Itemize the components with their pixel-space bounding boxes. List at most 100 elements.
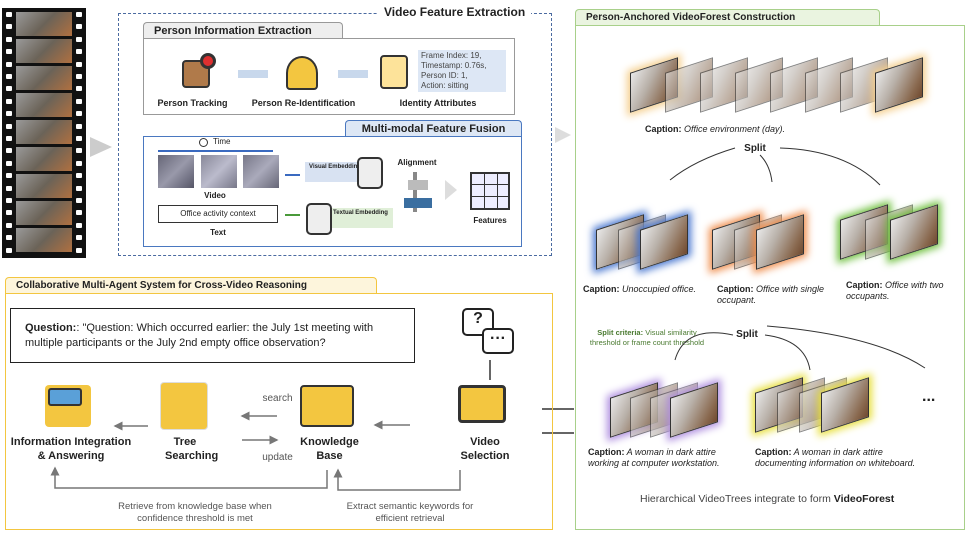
arrow-right-icon (555, 127, 571, 143)
sprocket-hole (76, 111, 82, 117)
arrow-right-icon (90, 137, 112, 157)
film-frame (16, 228, 72, 252)
videoforest-panel (575, 25, 965, 530)
sprocket-hole (76, 98, 82, 104)
root-caption: Caption: Office environment (day). (645, 124, 785, 135)
attribute-line: Action: sitting (421, 81, 469, 90)
mff-title: Multi-modal Feature Fusion (345, 120, 522, 137)
video-frame (201, 155, 237, 188)
robot-icon (306, 203, 332, 235)
split-criteria: Split criteria: Visual similarity thresh… (589, 328, 705, 347)
sprocket-hole (6, 235, 12, 241)
arrow-right-icon (285, 174, 300, 176)
time-arrow (158, 150, 273, 152)
sprocket-hole (6, 98, 12, 104)
textual-embedding: Textual Embedding (328, 208, 393, 228)
id-document-icon (380, 55, 408, 89)
step-label: Identity Attributes (399, 98, 477, 108)
split-label: Split (736, 329, 758, 340)
film-frame (16, 66, 72, 90)
sprocket-hole (76, 173, 82, 179)
node-video-selection: Video Selection (460, 436, 510, 462)
sprocket-hole (6, 185, 12, 191)
node-tree-searching: Tree Searching (165, 436, 219, 462)
arrow-right-icon (445, 180, 457, 200)
node-information-integration: Information Integration & Answering (10, 436, 132, 462)
tree-search-icon (160, 382, 208, 430)
video-frame (158, 155, 194, 188)
sprocket-hole (6, 198, 12, 203)
multi-agent-panel (5, 293, 553, 530)
question-box: Question:: "Question: Which occurred ear… (10, 308, 415, 363)
film-frame (16, 93, 72, 117)
sprocket-hole (6, 247, 12, 253)
visual-embedding: Visual Embedding (305, 162, 365, 182)
sprocket-hole (76, 222, 82, 228)
multi-modal-feature-fusion-box (143, 136, 522, 247)
identity-attributes-box: Frame Index: 19,Timestamp: 0.76s,Person … (418, 50, 506, 92)
level1-caption: Caption: Unoccupied office. (583, 284, 697, 294)
sprocket-hole (76, 247, 82, 253)
node-knowledge-base: Knowledge Base (300, 436, 359, 462)
ellipsis: ... (922, 388, 936, 405)
video-label: Video (204, 191, 226, 200)
retrieve-note: Retrieve from knowledge base when confid… (118, 501, 272, 524)
sprocket-hole (76, 12, 82, 17)
level2-caption: Caption: A woman in dark attire document… (755, 447, 916, 468)
caption-text: Office environment (day). (684, 124, 786, 134)
film-frame (16, 201, 72, 225)
arrow-right-icon (285, 214, 300, 216)
sprocket-hole (76, 136, 82, 141)
chat-bubbles-icon: ? (462, 308, 494, 336)
film-frame (16, 39, 72, 63)
agent-flow-arrows (50, 411, 461, 491)
sprocket-hole (6, 222, 12, 228)
sprocket-hole (76, 24, 82, 30)
agents-title: Collaborative Multi-Agent System for Cro… (5, 277, 377, 293)
film-strip (2, 8, 86, 258)
sprocket-hole (6, 74, 12, 79)
robot-icon (357, 157, 383, 189)
features-label: Features (473, 216, 507, 225)
face-id-icon (286, 56, 318, 90)
sprocket-hole (76, 86, 82, 92)
update-label: update (262, 452, 293, 463)
sprocket-hole (76, 49, 82, 55)
sprocket-hole (76, 123, 82, 129)
sprocket-hole (6, 111, 12, 117)
film-frame (16, 147, 72, 171)
attribute-line: Timestamp: 0.76s, (421, 61, 487, 70)
pie-title: Person Information Extraction (143, 22, 343, 39)
person-information-extraction-box (143, 38, 515, 115)
sprocket-hole (76, 61, 82, 67)
sprocket-hole (6, 49, 12, 55)
arrow-right-icon (542, 432, 574, 434)
sprocket-hole (6, 36, 12, 42)
step-label: Person Tracking (157, 98, 228, 108)
forest-footer: Hierarchical VideoTrees integrate to for… (640, 493, 895, 505)
sprocket-hole (76, 148, 82, 154)
sprocket-hole (6, 210, 12, 216)
sprocket-hole (76, 198, 82, 203)
alignment-bar (404, 198, 432, 208)
film-frame (16, 174, 72, 198)
sprocket-hole (6, 136, 12, 141)
sprocket-hole (76, 74, 82, 79)
attribute-line: Person ID: 1, (421, 71, 468, 80)
location-pin-icon (200, 53, 216, 69)
split-arrows (669, 147, 926, 371)
features-grid-icon (470, 172, 510, 210)
text-context-box: Office activity context (158, 205, 278, 223)
split-label: Split (744, 143, 766, 154)
film-frame (16, 120, 72, 144)
level1-caption: Caption: Office with two occupants. (846, 280, 944, 301)
sprocket-hole (6, 24, 12, 30)
clock-icon (199, 138, 208, 147)
sprocket-hole (76, 235, 82, 241)
time-label: Time (213, 137, 231, 146)
arrow-right-icon (238, 70, 268, 78)
video-feature-extraction-panel (118, 13, 552, 256)
text-label: Text (210, 228, 226, 237)
information-integration-icon (45, 385, 91, 427)
sprocket-hole (76, 185, 82, 191)
